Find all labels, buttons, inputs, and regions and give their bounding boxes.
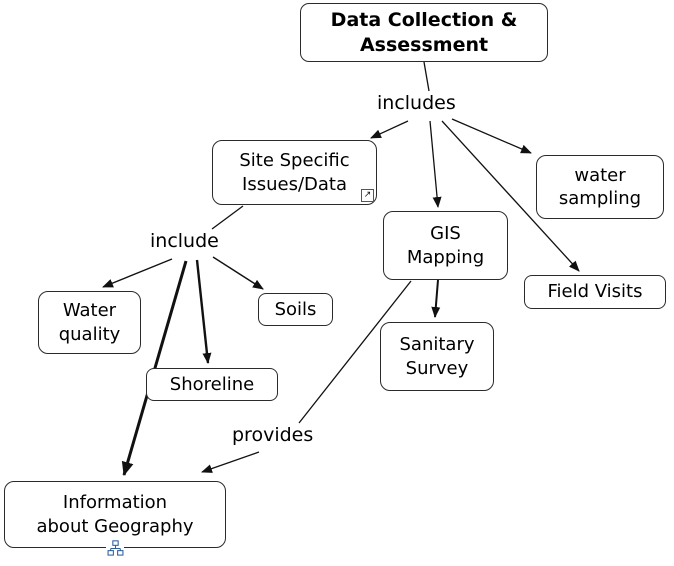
node-sanitary-survey[interactable]: Sanitary Survey xyxy=(380,322,494,391)
edge-include-water-quality xyxy=(102,258,173,288)
edge-gis-sanitary xyxy=(431,279,441,318)
node-shoreline[interactable]: Shoreline xyxy=(146,368,278,401)
node-water-sampling[interactable]: water sampling xyxy=(536,155,664,219)
edge-includes-site-specific xyxy=(370,120,409,139)
edge-include-shoreline xyxy=(195,259,212,364)
node-water-quality[interactable]: Water quality xyxy=(38,291,141,354)
edge-site-include xyxy=(211,205,244,230)
node-field-visits[interactable]: Field Visits xyxy=(524,275,666,309)
node-label: Site Specific Issues/Data xyxy=(239,150,350,195)
submap-icon[interactable] xyxy=(106,539,124,557)
edge-root-includes xyxy=(423,61,430,92)
node-label: Water quality xyxy=(58,300,121,345)
node-label: Soils xyxy=(274,298,317,320)
node-label: Data Collection & Assessment xyxy=(330,9,518,56)
node-data-collection-assessment[interactable]: Data Collection & Assessment xyxy=(300,3,548,62)
node-gis-mapping[interactable]: GIS Mapping xyxy=(383,211,508,280)
node-label: Field Visits xyxy=(547,281,643,303)
node-information-about-geography[interactable]: Information about Geography xyxy=(4,481,226,557)
linking-phrase-provides[interactable]: provides xyxy=(230,424,316,446)
edge-includes-water-sampling xyxy=(451,118,532,154)
edge-includes-gis xyxy=(429,120,442,208)
edge-includes-field-visits xyxy=(441,120,580,272)
node-site-specific-issues-data[interactable]: Site Specific Issues/Data ↗ xyxy=(212,140,377,205)
node-label: Information about Geography xyxy=(36,492,194,537)
node-label: Shoreline xyxy=(169,373,255,395)
node-soils[interactable]: Soils xyxy=(258,293,333,326)
link-annotation-icon[interactable]: ↗ xyxy=(361,189,374,202)
edge-provides-info-geography xyxy=(201,451,260,473)
node-label: GIS Mapping xyxy=(406,223,485,268)
linking-phrase-include[interactable]: include xyxy=(148,230,221,252)
edge-include-soils xyxy=(212,256,264,290)
node-label: Sanitary Survey xyxy=(399,334,475,379)
node-label: water sampling xyxy=(558,164,642,209)
edge-gis-provides xyxy=(298,280,412,424)
linking-phrase-includes[interactable]: includes xyxy=(375,92,458,114)
